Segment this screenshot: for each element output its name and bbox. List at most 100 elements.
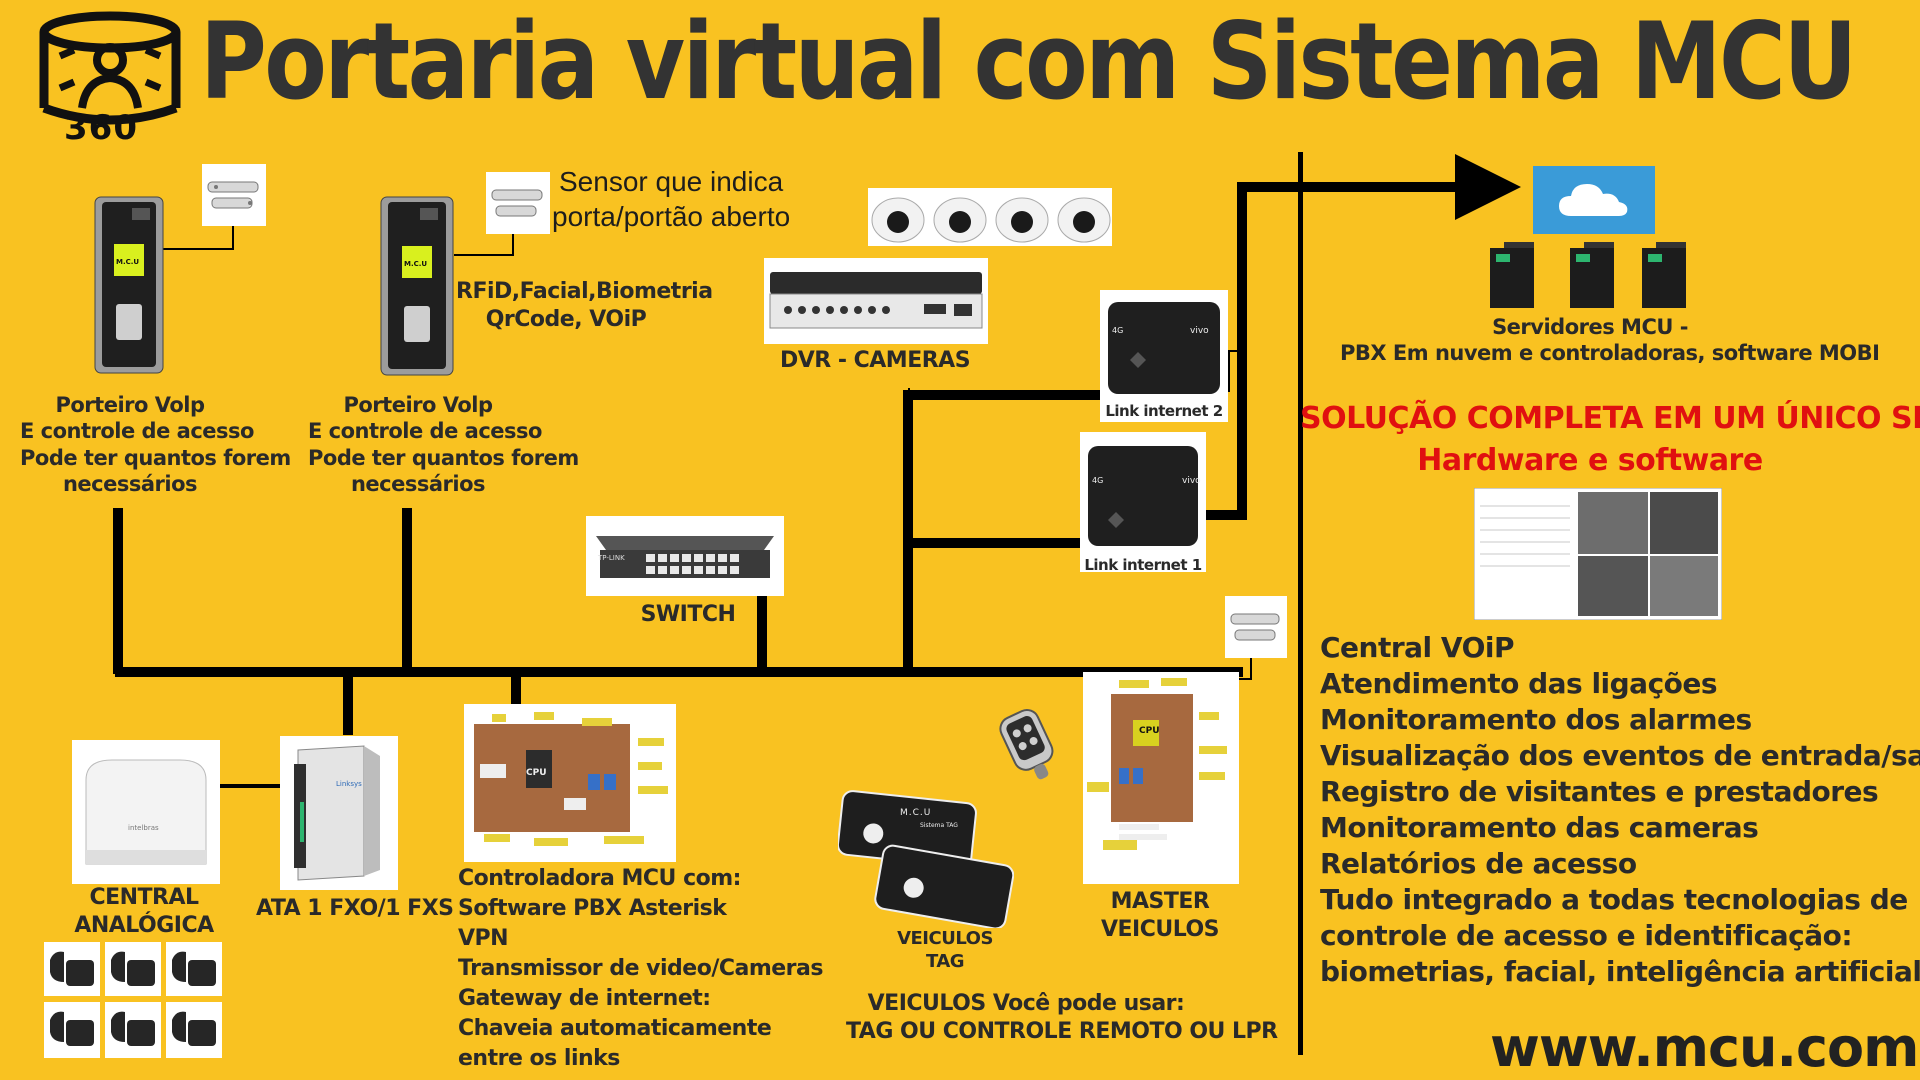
porteiro-voip-right-icon bbox=[380, 196, 454, 376]
sensor-note: Sensor que indica porta/portão aberto bbox=[552, 164, 790, 234]
ata-brand: Linksys bbox=[336, 780, 362, 788]
feature-item: Central VOiP bbox=[1320, 631, 1515, 664]
router2-link-wire bbox=[903, 390, 1103, 400]
feature-list: Central VOiP Atendimento das ligações Mo… bbox=[1320, 630, 1920, 990]
solution-line2: Hardware e software bbox=[1417, 443, 1763, 478]
sensor-left-wire bbox=[232, 226, 234, 250]
feature-item: Tudo integrado a todas tecnologias de bbox=[1320, 883, 1908, 916]
porteiro-left-line4: necessários bbox=[62, 471, 198, 496]
sensor-note-line2: porta/portão aberto bbox=[552, 201, 791, 232]
tag-card-caption: Sistema TAG bbox=[920, 822, 958, 829]
ata-drop-wire bbox=[343, 667, 353, 735]
router2-thin-wire bbox=[1228, 350, 1230, 392]
porteiro-voip-left-icon bbox=[94, 196, 164, 374]
master-chip-label: CPU bbox=[1139, 726, 1160, 736]
feature-item: Atendimento das ligações bbox=[1320, 667, 1718, 700]
servers-line1: Servidores MCU - bbox=[1492, 315, 1688, 339]
website-url[interactable]: www.mcu.com.br bbox=[1490, 1016, 1920, 1079]
vehicles-note-line2: TAG OU CONTROLE REMOTO OU LPR bbox=[846, 1018, 1278, 1044]
router2-thin-hook bbox=[1228, 350, 1240, 352]
analog-pbx-icon bbox=[72, 740, 220, 884]
software-screenshot-icon bbox=[1474, 488, 1722, 620]
porteiro-left-line2: E controle de acesso bbox=[20, 419, 254, 444]
feature-item: Registro de visitantes e prestadores bbox=[1320, 775, 1879, 808]
porteiro-right-label: Porteiro Volp E controle de acesso Pode … bbox=[308, 392, 579, 497]
dvr-switch-link-wire bbox=[903, 538, 1103, 548]
router-link1-icon bbox=[1080, 432, 1206, 572]
router1-uplink-wire bbox=[1205, 510, 1247, 520]
master-line1: MASTER bbox=[1110, 889, 1210, 914]
router2-brand: vivo bbox=[1190, 326, 1209, 336]
tech-note: RFiD,Facial,Biometria QrCode, VOiP bbox=[456, 278, 713, 333]
controller-line3: VPN bbox=[458, 926, 509, 951]
master-label: MASTER VEICULOS bbox=[1085, 888, 1235, 943]
tech-note-line2: QrCode, VOiP bbox=[485, 306, 647, 332]
feature-item: Visualização dos eventos de entrada/saíd… bbox=[1320, 739, 1920, 772]
porteiro-right-line2: E controle de acesso bbox=[308, 419, 542, 444]
ata-label: ATA 1 FXO/1 FXS bbox=[256, 896, 454, 921]
controller-drop-wire bbox=[511, 667, 521, 705]
central-line1: CENTRAL bbox=[89, 885, 199, 910]
controller-label: Controladora MCU com: Software PBX Aster… bbox=[458, 864, 823, 1074]
porteiro-left-line3: Pode ter quantos forem bbox=[20, 445, 291, 470]
feature-item: Monitoramento dos alarmes bbox=[1320, 703, 1752, 736]
logo-caption: 360 bbox=[64, 108, 138, 148]
cloud-arrow-icon bbox=[1455, 154, 1521, 220]
router2-label: Link internet 2 bbox=[1105, 402, 1223, 420]
central-line2: ANALÓGICA bbox=[74, 912, 214, 938]
controller-line6: Chaveia automaticamente bbox=[458, 1016, 772, 1041]
controller-line1: Controladora MCU com: bbox=[458, 866, 741, 891]
sensor-right-hook bbox=[454, 254, 514, 256]
door-sensor-left-icon bbox=[202, 164, 266, 226]
porteiro-right-line1: Porteiro Volp bbox=[343, 393, 493, 417]
tag-card-icon bbox=[838, 790, 1014, 928]
porteiro-left-wire bbox=[113, 508, 123, 674]
porteiro-right-line3: Pode ter quantos forem bbox=[308, 445, 579, 470]
cloud-uplink-wire bbox=[1237, 182, 1493, 192]
server-rack-icon bbox=[1490, 242, 1686, 308]
remote-control-icon bbox=[999, 709, 1054, 780]
controller-line7: entre os links bbox=[458, 1046, 620, 1071]
controller-board-icon bbox=[464, 704, 676, 862]
network-riser-wire bbox=[903, 390, 913, 674]
router-link2-icon bbox=[1100, 290, 1228, 422]
controller-line2: Software PBX Asterisk bbox=[458, 896, 727, 921]
router2-badge: 4G bbox=[1112, 326, 1124, 335]
cloud-icon bbox=[1533, 166, 1655, 234]
porteiro-right-line4: necessários bbox=[350, 471, 486, 496]
sensor-right-wire bbox=[512, 232, 514, 256]
sensor-left-hook bbox=[156, 248, 234, 250]
porteiro-left-screen-text: M.C.U bbox=[116, 258, 140, 266]
central-ata-wire bbox=[218, 784, 282, 788]
camera-strip bbox=[868, 188, 1112, 246]
dvr-thin-wire bbox=[908, 388, 910, 394]
switch-brand: TP-LINK bbox=[598, 554, 625, 562]
master-board-icon bbox=[1083, 672, 1239, 884]
door-sensor-right-icon bbox=[486, 172, 550, 234]
tags-line1: VEICULOS bbox=[897, 928, 993, 949]
servers-line2: PBX Em nuvem e controladoras, software M… bbox=[1340, 341, 1880, 366]
sensor-note-line1: Sensor que indica bbox=[559, 166, 784, 197]
section-divider-wire bbox=[1298, 152, 1303, 1055]
master-line2: VEICULOS bbox=[1100, 916, 1220, 942]
central-brand: intelbras bbox=[128, 824, 159, 832]
tags-line2: TAG bbox=[925, 950, 965, 972]
vehicles-note: VEICULOS Você pode usar: TAG OU CONTROLE… bbox=[846, 990, 1278, 1045]
switch-label: SWITCH bbox=[640, 602, 736, 627]
network-switch-icon bbox=[586, 516, 784, 596]
porteiro-right-wire bbox=[402, 508, 412, 674]
router1-brand: vivo bbox=[1182, 476, 1201, 486]
logo-360-icon bbox=[39, 11, 181, 125]
controller-chip-label: CPU bbox=[526, 768, 547, 778]
feature-item: biometrias, facial, inteligência artific… bbox=[1320, 955, 1920, 988]
main-bus-wire bbox=[115, 667, 1243, 677]
sensor-master-wire bbox=[1250, 656, 1252, 680]
porteiro-left-line1: Porteiro Volp bbox=[55, 393, 205, 417]
porteiro-left-label: Porteiro Volp E controle de acesso Pode … bbox=[20, 392, 291, 497]
uplink-vertical-wire bbox=[1237, 182, 1247, 520]
vehicles-note-line1: VEICULOS Você pode usar: bbox=[867, 991, 1185, 1016]
page-title: Portaria virtual com Sistema MCU bbox=[200, 0, 1857, 123]
door-sensor-master-icon bbox=[1225, 596, 1287, 658]
feature-item: Relatórios de acesso bbox=[1320, 847, 1637, 880]
